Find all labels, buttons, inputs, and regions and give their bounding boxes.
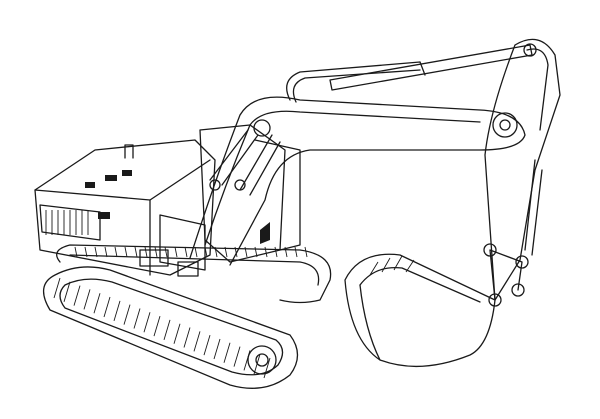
track-tread <box>173 323 181 344</box>
track-tread <box>153 315 161 337</box>
track-tread <box>183 327 191 348</box>
track-tread <box>244 246 248 258</box>
excavator-bucket <box>344 253 496 368</box>
excavator-stick <box>483 38 561 307</box>
track-tread <box>203 335 211 356</box>
track-tread <box>243 350 251 371</box>
track-tread <box>133 308 141 329</box>
vent-mark <box>98 212 110 219</box>
track-tread <box>74 246 78 258</box>
track-tread <box>134 246 138 258</box>
track-tread <box>63 281 71 302</box>
track-tread <box>73 285 81 306</box>
track-tread <box>294 246 298 258</box>
track-tread <box>143 312 151 333</box>
track-tread <box>304 246 308 258</box>
track-tread <box>174 246 178 258</box>
front-track <box>43 266 299 389</box>
track-tread <box>253 354 261 375</box>
track-tread <box>193 331 201 352</box>
track-tread <box>114 246 118 258</box>
track-tread <box>124 246 128 258</box>
vent-mark <box>122 170 132 176</box>
rear-track <box>56 244 332 304</box>
track-tread <box>234 246 238 258</box>
track-tread <box>263 357 271 379</box>
stick-cylinder <box>329 43 537 91</box>
track-tread <box>223 342 231 363</box>
track-tread <box>94 246 98 258</box>
track-tread <box>103 296 111 318</box>
track-tread <box>84 246 88 258</box>
track-tread <box>264 246 268 258</box>
track-tread <box>113 300 121 321</box>
track-tread <box>93 293 101 314</box>
track-tread <box>233 346 241 367</box>
track-tread <box>53 277 61 299</box>
track-tread <box>163 319 171 341</box>
track-tread <box>184 246 188 258</box>
excavator-body <box>34 124 301 277</box>
vent-mark <box>105 175 117 181</box>
vent-mark <box>85 182 95 188</box>
track-tread <box>224 246 228 258</box>
track-tread <box>144 246 148 258</box>
track-tread <box>274 246 278 258</box>
track-tread <box>164 246 168 258</box>
track-tread <box>83 289 91 310</box>
track-tread <box>213 338 221 360</box>
excavator-boom <box>189 61 526 266</box>
track-tread <box>154 246 158 258</box>
track-tread <box>104 246 108 258</box>
track-tread <box>123 304 131 325</box>
track-tread <box>194 246 198 258</box>
